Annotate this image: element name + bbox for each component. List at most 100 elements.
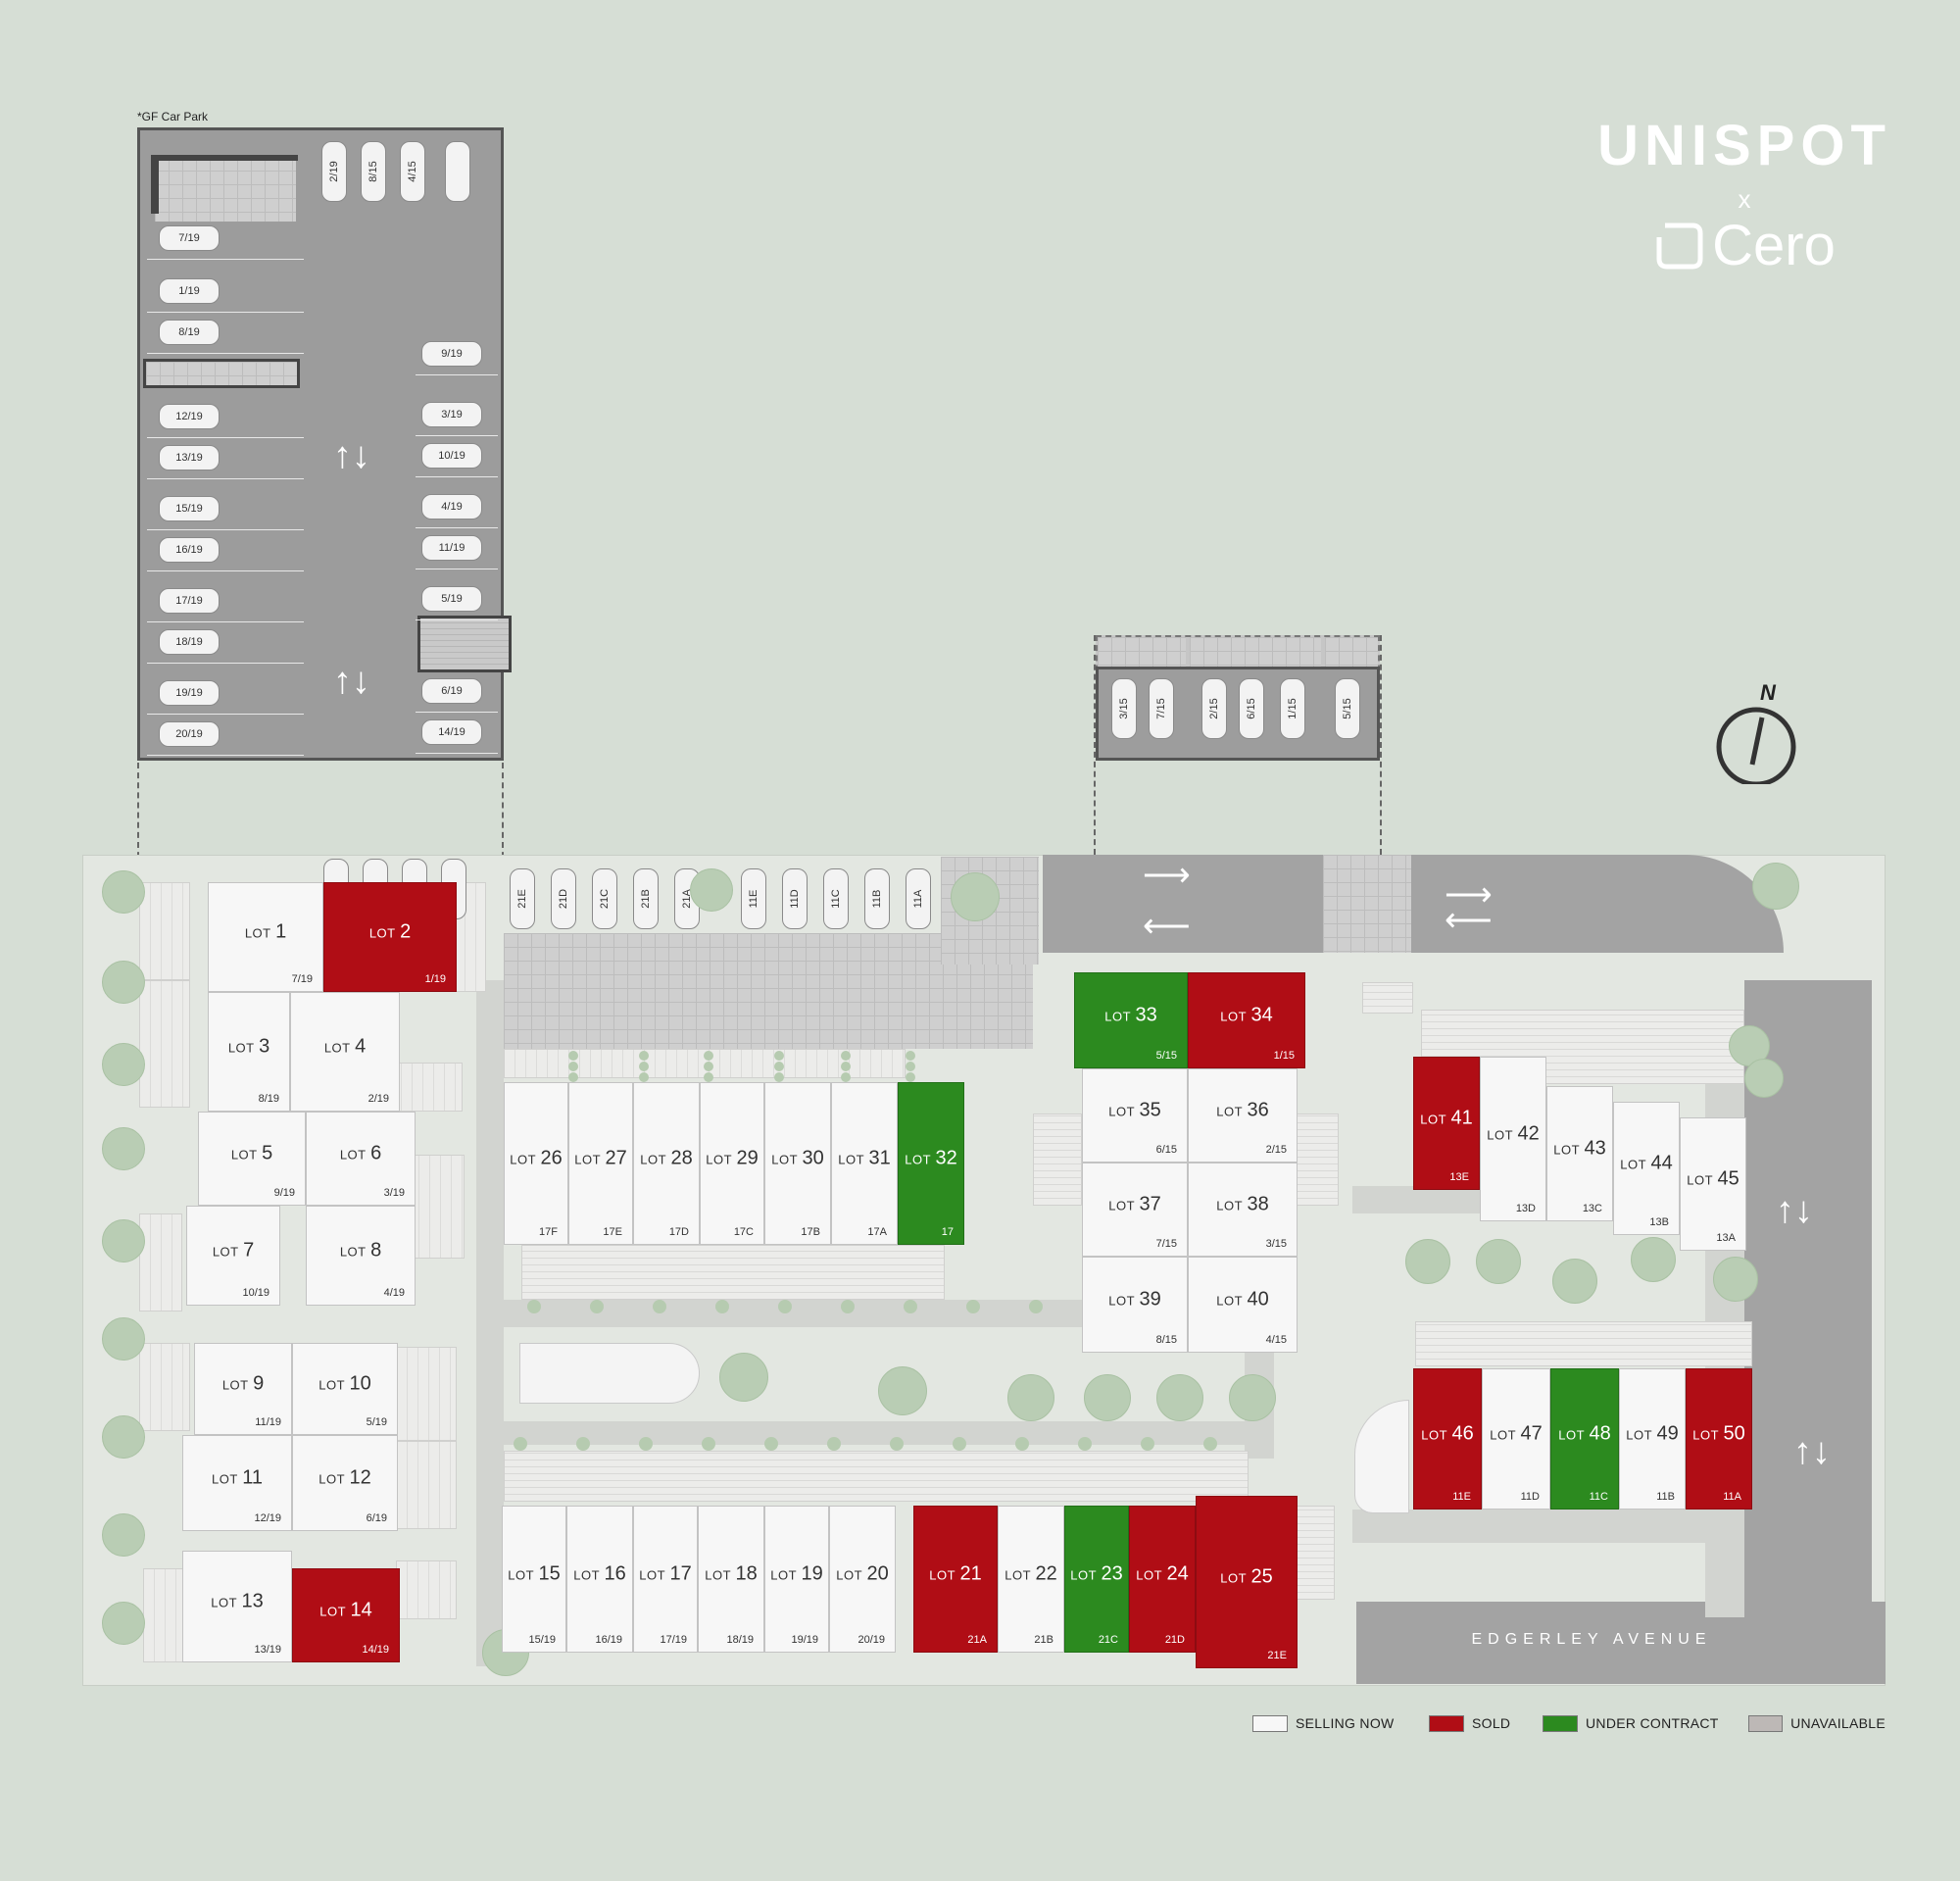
pool [519,1343,700,1404]
lot-number: 28 [670,1147,693,1169]
lot-label: LOT 46 [1414,1422,1481,1445]
car-park-bay: 19/19 [159,680,220,706]
lot-sublabel: 10/19 [242,1287,270,1299]
lot-number: 48 [1589,1422,1611,1445]
street-bay: 21C [592,868,617,929]
lot-number: 49 [1656,1422,1679,1445]
brand-logo: UNISPOT x Cero [1588,118,1901,314]
lot-34[interactable]: LOT 34 1/15 [1188,972,1305,1068]
lot-sublabel: 5/15 [1155,1050,1177,1062]
lot-label: LOT 35 [1083,1099,1187,1121]
hedge [778,1300,792,1313]
lot-number: 5 [262,1142,273,1164]
lot-prefix: LOT [1136,1567,1163,1583]
lot-sublabel: 1/15 [1273,1050,1295,1062]
lot-number: 43 [1584,1137,1606,1160]
hedge [639,1051,649,1061]
car-park-bay: 15/19 [159,496,220,521]
lot-number: 38 [1247,1193,1269,1215]
lot-number: 44 [1650,1152,1673,1174]
lot-prefix: LOT [573,1567,601,1583]
lot-number: 25 [1250,1565,1273,1588]
tree [1405,1239,1450,1284]
car-park-bay-label: 9/19 [441,348,463,360]
garage-bay-label: 1/15 [1287,698,1298,719]
hedge [774,1072,784,1082]
legend-label-sold: SOLD [1472,1715,1511,1731]
lot-prefix: LOT [836,1567,863,1583]
hedge [702,1437,715,1451]
lot-label: LOT 4 [291,1035,399,1058]
lot-46[interactable]: LOT 46 11E [1413,1368,1482,1510]
lot-sublabel: 11E [1452,1491,1471,1503]
entry-road [1043,855,1366,953]
car-park-arrows: ↑↓ [333,435,370,476]
tree [1229,1374,1276,1421]
garage-bay: 5/15 [1335,678,1360,739]
lot-number: 19 [801,1562,823,1585]
garage-bay: 3/15 [1111,678,1137,739]
hedge [827,1437,841,1451]
lot-number: 42 [1517,1122,1540,1145]
street-bay-label: 11D [789,889,801,909]
lot-sublabel: 17C [733,1226,754,1238]
lot-sublabel: 11B [1656,1491,1675,1503]
garage-bay: 1/15 [1280,678,1305,739]
lot-label: LOT 34 [1189,1004,1304,1026]
lot-sublabel: 7/19 [291,973,313,985]
lot-prefix: LOT [221,1377,249,1393]
lot-prefix: LOT [1108,1104,1136,1119]
lot-label: LOT 32 [899,1147,963,1169]
lot-prefix: LOT [227,1040,255,1056]
lot-sublabel: 8/15 [1155,1334,1177,1346]
